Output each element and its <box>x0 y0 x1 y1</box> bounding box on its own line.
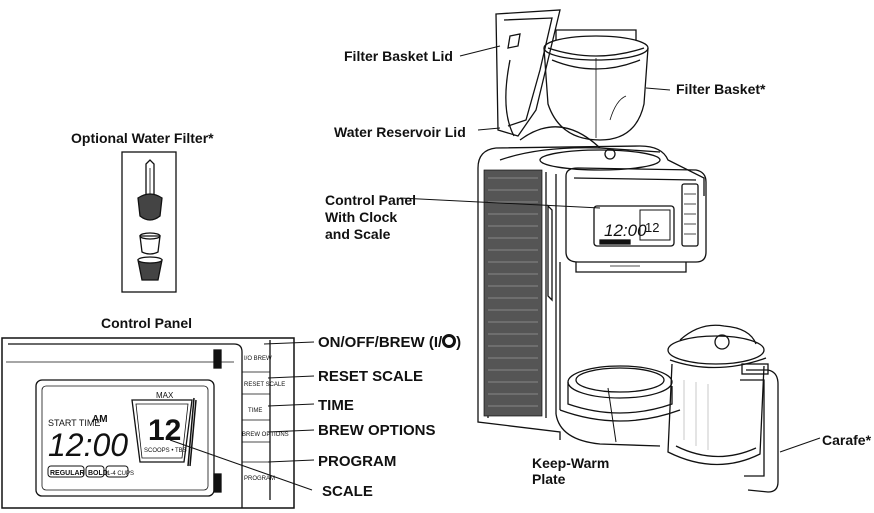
panel-button-text: I/O BREW RESET SCALE TIME BREW OPTIONS P… <box>242 356 289 482</box>
cups-label: 1-4 CUPS <box>107 471 134 477</box>
svg-text:12:00: 12:00 <box>604 221 647 240</box>
leader-lines <box>169 45 821 491</box>
scale-label: SCALE <box>322 483 373 500</box>
on-off-brew-label: ON/OFF/BREW (I/) <box>318 334 461 352</box>
time-label: TIME <box>318 397 354 414</box>
carafe-illustration <box>667 324 779 493</box>
filter-basket-illustration <box>543 29 649 141</box>
program-label: PROGRAM <box>318 453 397 470</box>
start-time-label: START TIME <box>48 418 100 428</box>
display-text: START TIME AM 12:00 MAX 12 SCOOPS • TBS … <box>47 391 187 478</box>
control-panel-label: Control Panel <box>101 315 193 331</box>
am-label: AM <box>92 414 108 425</box>
reset-scale-label: RESET SCALE <box>318 368 424 385</box>
water-reservoir-lid-label: Water Reservoir Lid <box>334 124 466 140</box>
scoops-label: SCOOPS • TBS <box>144 448 187 454</box>
clock-readout: 12:00 <box>48 427 128 463</box>
panel-brew-options-button[interactable]: BREW OPTIONS <box>242 432 289 438</box>
filter-basket-lid-illustration <box>495 9 601 149</box>
on-off-brew-text-end: ) <box>456 334 462 351</box>
carafe-label: Carafe* <box>822 432 872 448</box>
brew-options-label: BREW OPTIONS <box>318 422 436 439</box>
max-label: MAX <box>156 391 174 400</box>
regular-label: REGULAR <box>50 470 85 477</box>
side-grille <box>483 169 543 417</box>
control-panel-with-clock-label: Control Panel With Clock and Scale <box>325 192 417 242</box>
keep-warm-plate-label: Keep-Warm Plate <box>532 455 610 487</box>
power-ring-icon <box>442 334 457 348</box>
filter-basket-lid-label: Filter Basket Lid <box>344 48 453 64</box>
on-off-brew-text: ON/OFF/BREW (I/ <box>318 334 443 351</box>
control-panel-closeup <box>1 337 295 509</box>
optional-water-filter-label: Optional Water Filter* <box>71 130 214 146</box>
panel-brew-button[interactable]: I/O BREW <box>244 356 272 362</box>
coffee-maker-illustration: 12:00 12 <box>477 145 707 447</box>
panel-reset-scale-button[interactable]: RESET SCALE <box>244 382 285 388</box>
svg-text:12: 12 <box>645 220 659 235</box>
panel-time-button[interactable]: TIME <box>248 408 262 414</box>
filter-basket-label: Filter Basket* <box>676 81 766 97</box>
bold-label: BOLD <box>88 470 108 477</box>
scale-readout: 12 <box>148 414 181 447</box>
panel-program-button[interactable]: PROGRAM <box>244 476 275 482</box>
water-filter-illustration <box>121 151 177 293</box>
